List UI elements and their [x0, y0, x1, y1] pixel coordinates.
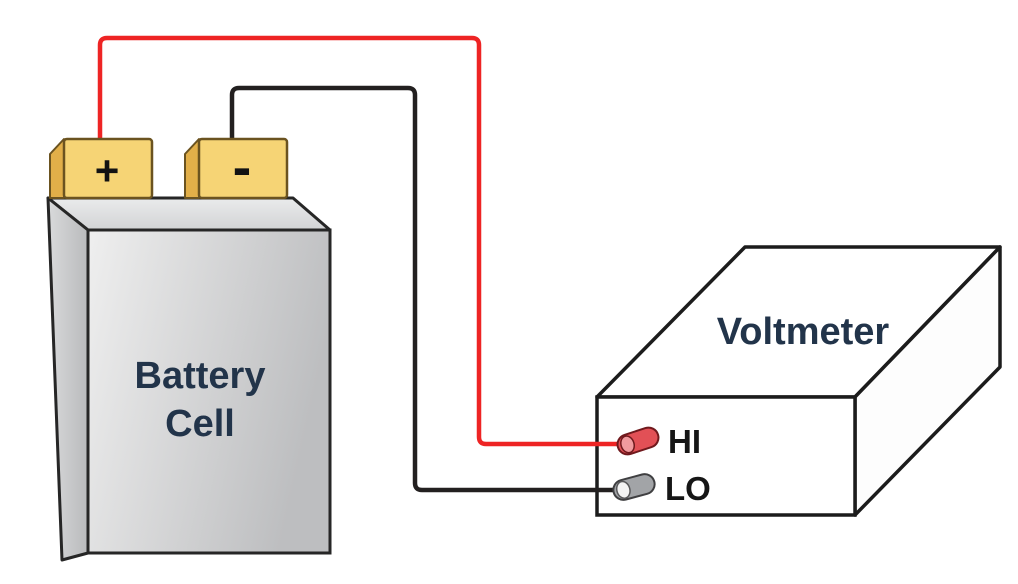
- battery-left-face: [46, 196, 90, 562]
- positive-terminal-side: [49, 138, 65, 199]
- lo-port-label: LO: [665, 470, 711, 507]
- positive-terminal-face: [62, 137, 154, 200]
- battery-top-face: [46, 196, 332, 232]
- battery-label-line1: Battery: [135, 355, 266, 397]
- positive-terminal: +: [49, 137, 154, 200]
- hi-plug-tip: [620, 435, 636, 454]
- negative-terminal-face: [197, 137, 289, 200]
- lo-plug-tip: [615, 480, 631, 499]
- battery-front-face: [86, 228, 332, 555]
- voltmeter-label: Voltmeter: [717, 311, 890, 353]
- negative-terminal-side: [184, 138, 200, 199]
- battery-cell: Battery Cell: [46, 196, 332, 562]
- battery-label-line2: Cell: [165, 403, 235, 445]
- positive-wire: [97, 35, 627, 447]
- negative-terminal: -: [184, 135, 289, 200]
- hi-plug: [616, 426, 660, 456]
- positive-terminal-label: +: [95, 147, 120, 194]
- negative-wire: [229, 85, 625, 493]
- hi-port-label: HI: [668, 423, 701, 460]
- negative-terminal-label: -: [233, 135, 252, 198]
- voltmeter: Voltmeter: [595, 245, 1002, 517]
- lo-plug: [612, 473, 656, 501]
